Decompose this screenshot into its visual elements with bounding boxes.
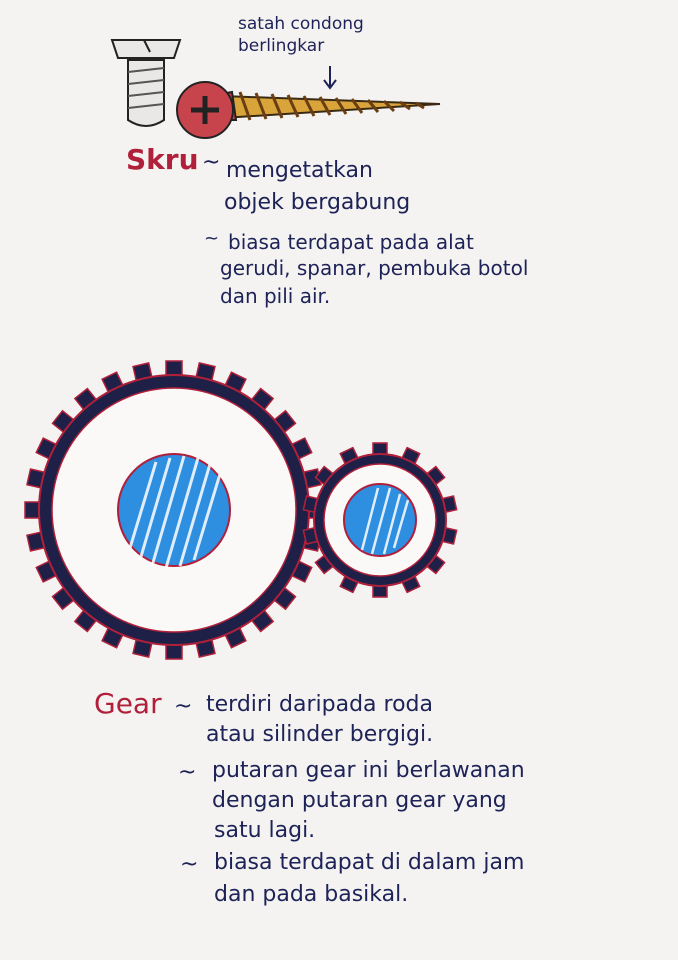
screw-title: Skru xyxy=(126,143,199,176)
screw-definition-line2: objek bergabung xyxy=(224,190,411,215)
gear-bullet2-line2: dan pada basikal. xyxy=(214,882,409,907)
tilde-marker: ~ xyxy=(178,760,197,785)
screw-icon xyxy=(176,66,441,139)
tilde-marker: ~ xyxy=(180,852,199,877)
gear-bullet1-line1: putaran gear ini berlawanan xyxy=(212,758,525,783)
screw-example-line2: gerudi, spanar, pembuka botol xyxy=(220,256,529,280)
small-gear-icon xyxy=(302,442,458,598)
gear-bullet2-line1: biasa terdapat di dalam jam xyxy=(214,850,525,875)
screw-example-line1: biasa terdapat pada alat xyxy=(228,230,474,254)
gear-definition-line2: atau silinder bergigi. xyxy=(206,722,434,747)
screw-side-icon xyxy=(110,39,182,127)
tilde-marker: ~ xyxy=(204,228,220,249)
tilde-marker: ~ xyxy=(202,150,221,175)
gear-definition-line1: terdiri daripada roda xyxy=(206,692,434,717)
screw-definition-line1: mengetatkan xyxy=(226,158,373,183)
screw-callout-line1: satah condong xyxy=(238,14,364,34)
gear-bullet1-line2: dengan putaran gear yang xyxy=(212,788,507,813)
screw-example-line3: dan pili air. xyxy=(220,284,331,308)
screw-callout-line2: berlingkar xyxy=(238,36,325,56)
gear-bullet1-line3: satu lagi. xyxy=(214,818,316,843)
tilde-marker: ~ xyxy=(174,694,193,719)
large-gear-icon xyxy=(24,360,324,660)
gear-title: Gear xyxy=(94,687,162,720)
